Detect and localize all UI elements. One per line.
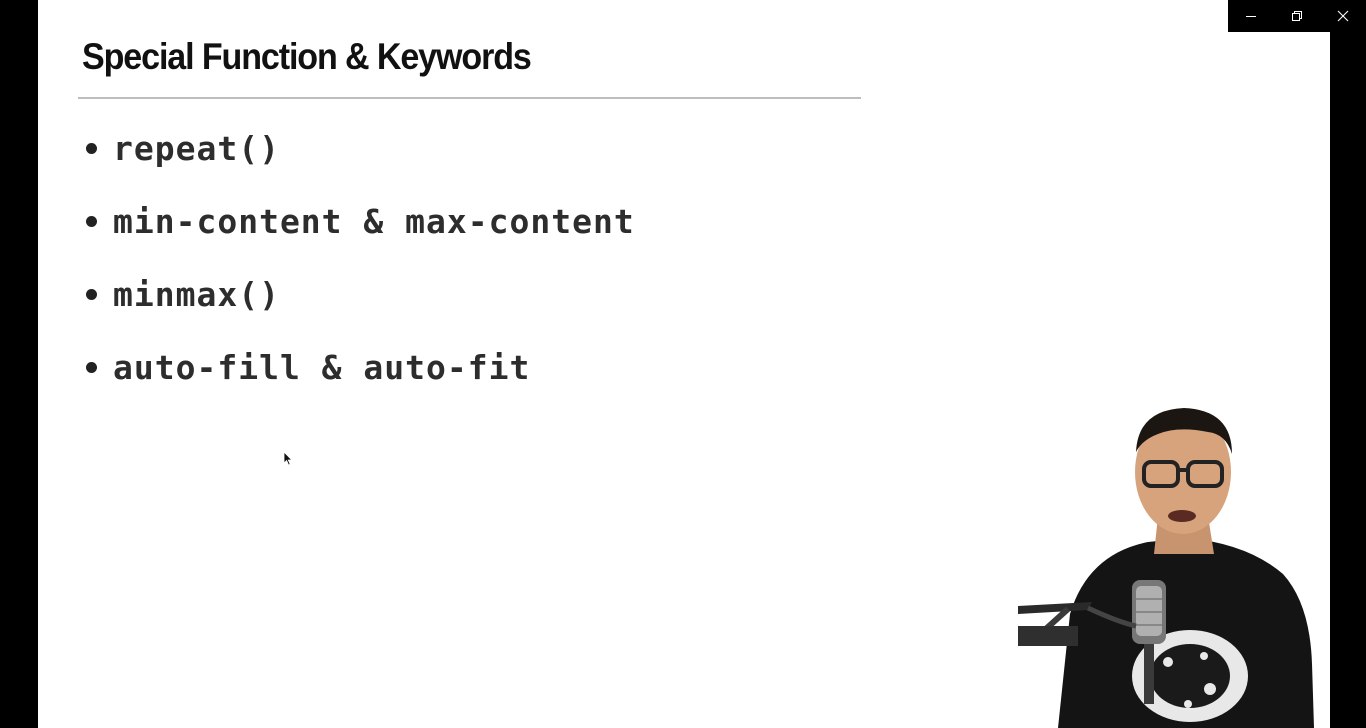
slide-title: Special Function & Keywords [82,36,532,77]
minimize-button[interactable] [1228,0,1274,32]
bullet-text: minmax() [113,275,280,314]
bullet-text: min-content & max-content [113,202,635,241]
restore-icon [1292,11,1302,21]
bullet-text: auto-fill & auto-fit [113,348,531,387]
bullet-dot-icon [86,143,97,154]
bullet-dot-icon [86,362,97,373]
presentation-slide: Special Function & Keywords repeat() min… [38,0,1330,728]
presenter-figure [1018,408,1314,728]
close-icon [1337,10,1349,22]
presenter-webcam [1018,404,1330,728]
bullet-list: repeat() min-content & max-content minma… [82,112,635,404]
bullet-item: min-content & max-content [82,185,635,258]
title-divider [78,97,861,99]
close-button[interactable] [1320,0,1366,32]
minimize-icon [1246,16,1256,17]
restore-button[interactable] [1274,0,1320,32]
bullet-item: repeat() [82,112,635,185]
bullet-text: repeat() [113,129,280,168]
bullet-dot-icon [86,289,97,300]
bullet-item: minmax() [82,258,635,331]
bullet-dot-icon [86,216,97,227]
window-controls [1228,0,1366,32]
mouse-cursor-icon [283,451,293,466]
bullet-item: auto-fill & auto-fit [82,331,635,404]
